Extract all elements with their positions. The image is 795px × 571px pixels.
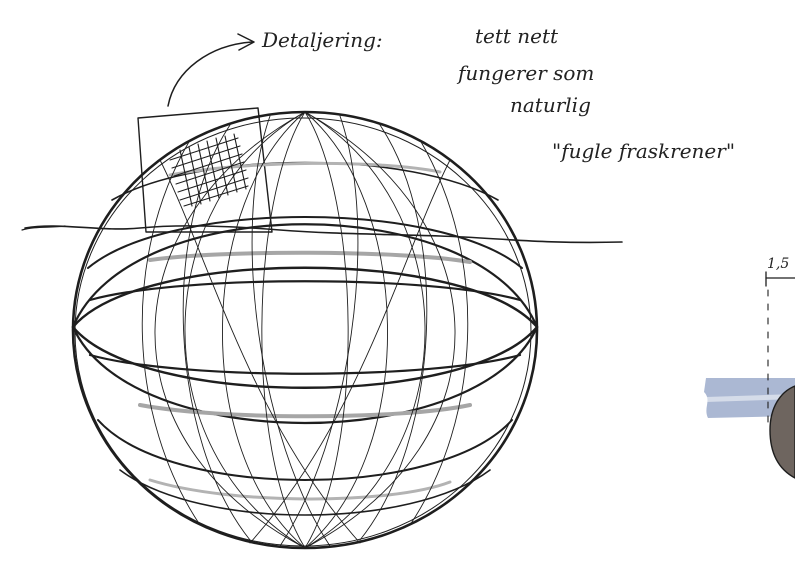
band: [120, 470, 490, 515]
sphere-outline-sketch: [75, 118, 531, 546]
annotation-leader: [168, 42, 252, 106]
annotation-line-2: fungerer som: [456, 61, 594, 85]
annotation-line-1: tett nett: [475, 24, 559, 48]
side-sketch: 1,5: [704, 256, 795, 478]
annotation-line-4: "fugle fraskrener": [552, 139, 735, 163]
shade-stroke: [140, 405, 470, 416]
annotation-text: Detaljering: tett nett fungerer som natu…: [261, 24, 735, 163]
annotation-line-3: naturlig: [510, 93, 591, 117]
shade-stroke: [150, 253, 470, 262]
meridians: [142, 112, 468, 548]
water-line: [25, 226, 622, 243]
annotation-label: Detaljering:: [261, 28, 383, 52]
dimension-label: 1,5: [767, 256, 789, 272]
